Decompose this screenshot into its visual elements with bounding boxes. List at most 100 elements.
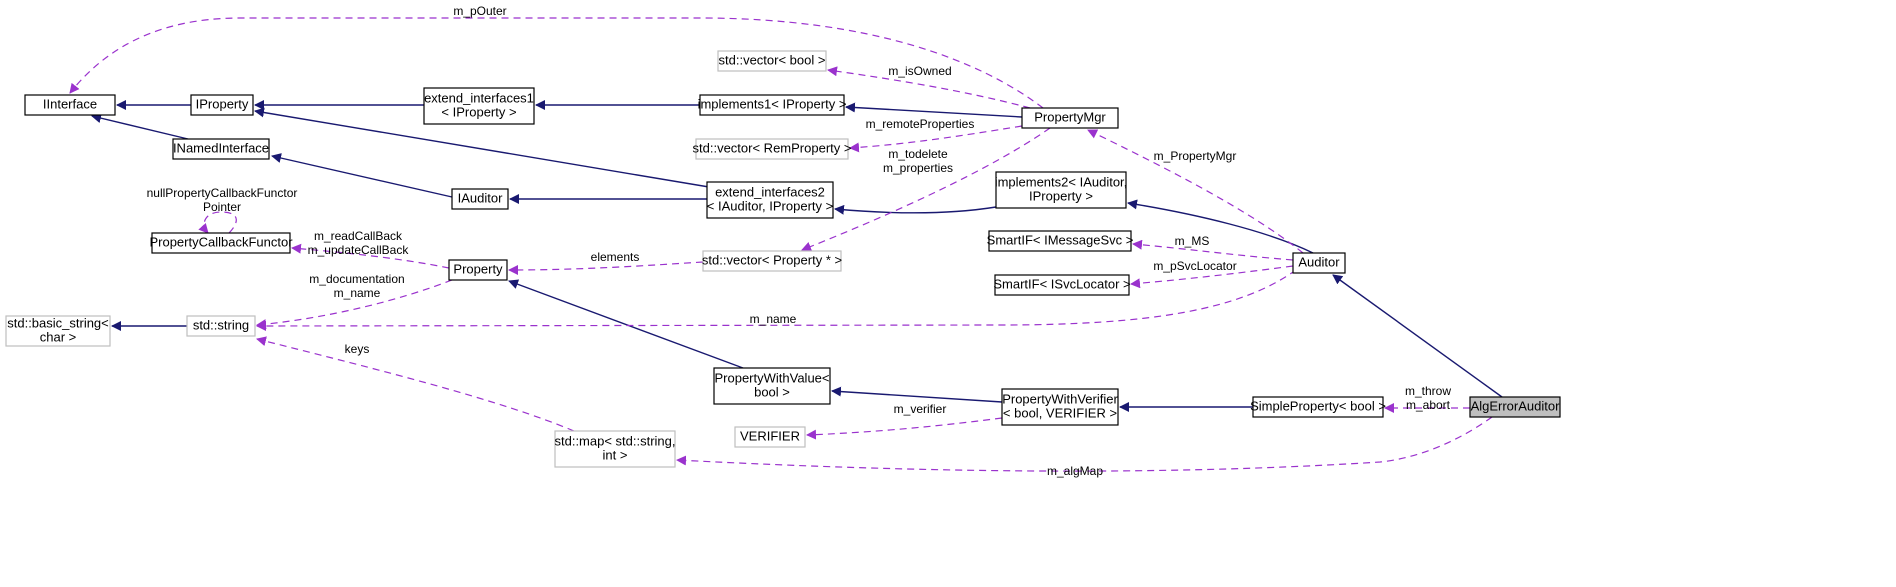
class-node-implements1[interactable]: implements1< IProperty > (698, 94, 847, 116)
class-label-algerrorauditor: AlgErrorAuditor (1471, 398, 1561, 413)
class-label-std_string: std::string (193, 317, 249, 332)
class-node-implements2[interactable]: implements2< IAuditor,IProperty > (995, 171, 1128, 209)
class-node-propertymgr[interactable]: PropertyMgr (1021, 107, 1119, 129)
edge-label-property-stdstring: m_name (334, 286, 381, 300)
class-label-iproperty: IProperty (196, 96, 249, 111)
class-box-map_string_int[interactable] (554, 430, 676, 468)
edge-label-alg-map: m_algMap (1047, 464, 1103, 478)
class-node-auditor[interactable]: Auditor (1292, 252, 1346, 274)
class-label-auditor: Auditor (1298, 254, 1340, 269)
edge-label-propertymgr-vectorbool: m_isOwned (888, 64, 951, 78)
class-node-propertywithvalue[interactable]: PropertyWithValue<bool > (713, 367, 831, 405)
class-label-propertycallbackfunctor: PropertyCallbackFunctor (149, 234, 293, 249)
class-label-verifier: VERIFIER (740, 428, 800, 443)
edges-layer (69, 17, 1503, 472)
class-node-smartif_isvclocator[interactable]: SmartIF< ISvcLocator > (993, 274, 1131, 296)
class-box-inamedinterface[interactable] (172, 138, 270, 160)
edge-auditor-propertymgr (1087, 129, 1304, 254)
class-node-algerrorauditor[interactable]: AlgErrorAuditor (1469, 396, 1561, 418)
class-node-iinterface[interactable]: IInterface (24, 94, 116, 116)
edge-label-property-pcf: m_updateCallBack (308, 243, 410, 257)
edge-label-property-stdstring: m_documentation (309, 272, 404, 286)
class-box-std_string[interactable] (186, 315, 256, 337)
class-box-propertymgr[interactable] (1021, 107, 1119, 129)
class-box-iproperty[interactable] (190, 94, 254, 116)
edge-label-propertymgr-vectorrem: m_remoteProperties (866, 117, 975, 131)
class-label-property: Property (453, 261, 503, 276)
class-label-implements2: implements2< IAuditor, (995, 174, 1128, 189)
class-box-basic_string[interactable] (5, 315, 111, 347)
class-node-inamedinterface[interactable]: INamedInterface (172, 138, 270, 160)
edge-label-auditor-propertymgr: m_PropertyMgr (1154, 149, 1237, 163)
class-node-std_string[interactable]: std::string (186, 315, 256, 337)
class-box-smartif_imessagesvc[interactable] (988, 230, 1132, 252)
class-label-extend_interfaces2: extend_interfaces2 (715, 184, 825, 199)
edge-label-alg-simple: m_abort (1406, 398, 1451, 412)
edge-auditor-svcloc (1130, 265, 1294, 289)
edge-label-pcf-self: nullPropertyCallbackFunctor (147, 186, 298, 200)
edge-propertymgr-vectorbool (827, 66, 1031, 109)
class-label-basic_string: std::basic_string< (7, 315, 109, 330)
edge-label-propertymgr-vectorprop: m_properties (883, 161, 953, 175)
class-box-implements2[interactable] (995, 171, 1127, 209)
class-label-smartif_imessagesvc: SmartIF< IMessageSvc > (987, 232, 1134, 247)
class-box-vector_remproperty[interactable] (695, 138, 849, 160)
class-box-iauditor[interactable] (451, 188, 509, 210)
class-node-simpleproperty[interactable]: SimpleProperty< bool > (1250, 396, 1386, 418)
class-box-extend_interfaces2[interactable] (706, 181, 834, 219)
class-node-extend_interfaces2[interactable]: extend_interfaces2< IAuditor, IProperty … (706, 181, 834, 219)
class-node-iauditor[interactable]: IAuditor (451, 188, 509, 210)
class-label-extend_interfaces1: < IProperty > (441, 104, 516, 119)
edge-propertymgr-impl1 (845, 102, 1023, 118)
class-node-vector_remproperty[interactable]: std::vector< RemProperty > (693, 138, 852, 160)
class-box-extend_interfaces1[interactable] (423, 87, 535, 125)
class-box-iinterface[interactable] (24, 94, 116, 116)
class-label-vector_bool: std::vector< bool > (719, 52, 826, 67)
class-box-simpleproperty[interactable] (1252, 396, 1384, 418)
edge-auditor-impl2 (1127, 199, 1314, 254)
edge-label-auditor-stdstring: m_name (750, 312, 797, 326)
class-node-propertywithverifier[interactable]: PropertyWithVerifier< bool, VERIFIER > (1001, 388, 1119, 426)
class-node-property[interactable]: Property (448, 259, 508, 281)
class-label-extend_interfaces2: < IAuditor, IProperty > (707, 198, 833, 213)
class-label-basic_string: char > (40, 329, 77, 344)
class-node-verifier[interactable]: VERIFIER (734, 426, 806, 448)
edge-vectorprop-property (508, 261, 704, 275)
class-box-propertywithvalue[interactable] (713, 367, 831, 405)
class-label-propertywithvalue: PropertyWithValue< (714, 370, 829, 385)
class-label-implements1: implements1< IProperty > (698, 96, 847, 111)
edge-label-map-stdstring: keys (345, 342, 370, 356)
class-box-auditor[interactable] (1292, 252, 1346, 274)
class-box-implements1[interactable] (699, 94, 845, 116)
edge-labels-layer: m_pOuterm_isOwnedm_remotePropertiesm_tod… (147, 4, 1452, 478)
class-node-basic_string[interactable]: std::basic_string<char > (5, 315, 111, 347)
class-box-property[interactable] (448, 259, 508, 281)
edge-impl2-ext2 (834, 204, 997, 215)
class-label-map_string_int: std::map< std::string, (554, 433, 675, 448)
class-label-propertywithvalue: bool > (754, 384, 790, 399)
edge-pwv-property (508, 279, 744, 369)
class-box-vector_bool[interactable] (717, 50, 827, 72)
class-node-map_string_int[interactable]: std::map< std::string,int > (554, 430, 676, 468)
class-box-propertycallbackfunctor[interactable] (151, 232, 291, 254)
class-node-propertycallbackfunctor[interactable]: PropertyCallbackFunctor (149, 232, 293, 254)
class-box-propertywithverifier[interactable] (1001, 388, 1119, 426)
class-node-extend_interfaces1[interactable]: extend_interfaces1< IProperty > (423, 87, 535, 125)
class-box-smartif_isvclocator[interactable] (994, 274, 1130, 296)
class-box-verifier[interactable] (734, 426, 806, 448)
class-node-smartif_imessagesvc[interactable]: SmartIF< IMessageSvc > (987, 230, 1134, 252)
class-node-vector_bool[interactable]: std::vector< bool > (717, 50, 827, 72)
class-label-simpleproperty: SimpleProperty< bool > (1250, 398, 1386, 413)
class-label-implements2: IProperty > (1029, 188, 1093, 203)
edge-label-auditor-msgsvc: m_MS (1175, 234, 1210, 248)
class-box-algerrorauditor[interactable] (1469, 396, 1561, 418)
edge-label-vectorprop-property: elements (591, 250, 640, 264)
edge-propertymgr-iinterface (69, 17, 1044, 109)
class-label-propertywithverifier: < bool, VERIFIER > (1003, 405, 1117, 420)
edge-pwver-pwv (831, 386, 1003, 403)
edge-map-stdstring (256, 336, 575, 432)
class-box-vector_property_ptr[interactable] (702, 250, 842, 272)
class-node-vector_property_ptr[interactable]: std::vector< Property * > (702, 250, 842, 272)
edge-iauditor-inamed (271, 153, 453, 198)
class-node-iproperty[interactable]: IProperty (190, 94, 254, 116)
